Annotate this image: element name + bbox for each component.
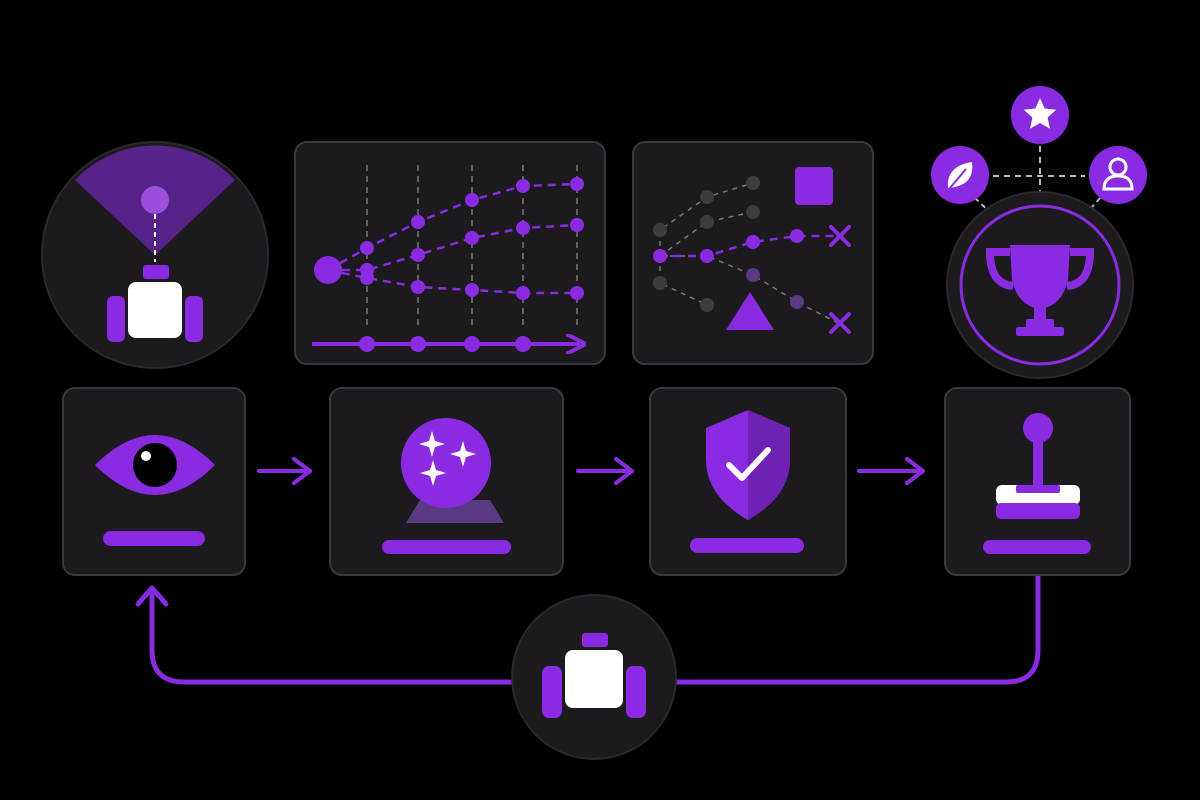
trophy-icon [985, 245, 1095, 336]
eye-icon [95, 435, 215, 495]
pruned-node [746, 268, 760, 282]
reward-ring [959, 204, 1121, 366]
sensed-target-dot [141, 186, 169, 214]
robot-icon [107, 265, 203, 342]
selected-branch [660, 234, 838, 258]
pruned-node [790, 295, 804, 309]
predict-label-bar [382, 540, 511, 554]
reward-panel [931, 86, 1147, 379]
predict-step [329, 387, 564, 576]
pruning-panel-background [632, 141, 874, 365]
leaf-icon [931, 146, 989, 204]
reject-x-icon [829, 312, 851, 334]
joystick-icon [996, 413, 1080, 519]
feedback-line-right [675, 575, 1041, 685]
obstacle-triangle-icon [726, 292, 774, 330]
rollout-panel [294, 141, 606, 365]
act-label-bar [983, 540, 1091, 554]
feedback-robot [511, 594, 677, 760]
pruning-panel [632, 141, 874, 365]
rollout-panel-background [294, 141, 606, 365]
verify-step [649, 387, 847, 576]
reject-x-icon [829, 225, 851, 247]
rollout-nodes [360, 177, 584, 300]
arrow-perceive-to-predict [257, 457, 312, 485]
feedback-arrowhead [135, 585, 169, 607]
sensing-panel [41, 141, 269, 369]
crystal-ball-icon [401, 418, 504, 523]
shield-check-icon [706, 410, 790, 520]
timeline-arrow [312, 336, 580, 352]
person-icon [1089, 146, 1147, 204]
perceive-step [62, 387, 246, 576]
feedback-line-left [149, 592, 513, 685]
robot-icon [542, 633, 646, 718]
arrow-predict-to-verify [576, 457, 634, 485]
kept-nodes [653, 229, 804, 263]
goal-square-icon [795, 167, 833, 205]
rollout-origin-node [314, 256, 342, 284]
arrow-verify-to-act [857, 457, 925, 485]
act-step [944, 387, 1131, 576]
star-icon [1011, 86, 1069, 144]
perceive-label-bar [103, 531, 205, 546]
verify-label-bar [690, 538, 804, 553]
pruned-nodes [653, 176, 760, 312]
